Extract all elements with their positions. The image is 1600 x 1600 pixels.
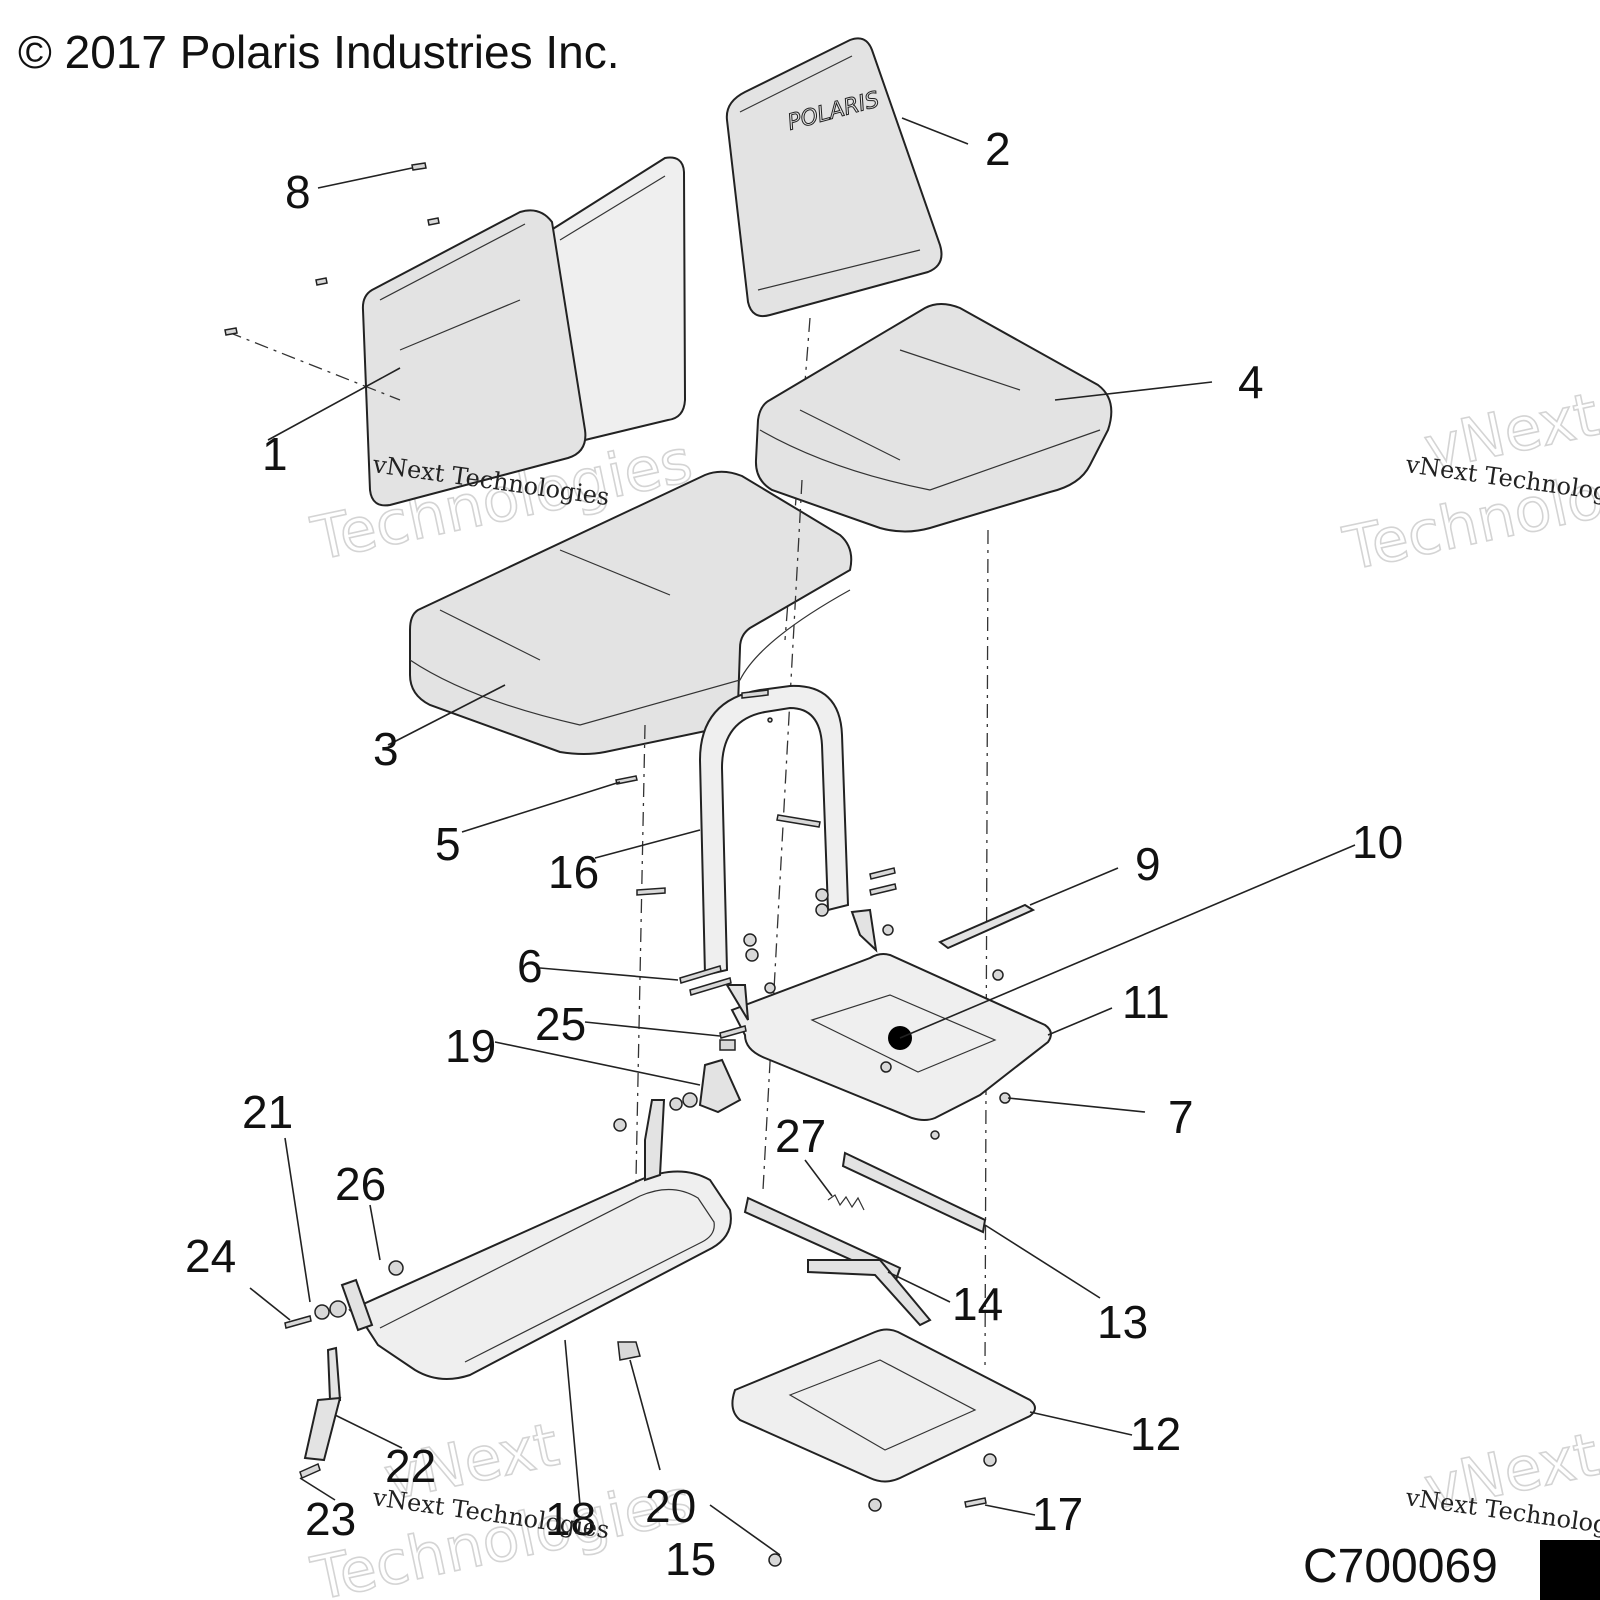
- part-18-lower-frame: [348, 1099, 732, 1506]
- callout-24: 24: [185, 1230, 236, 1282]
- callout-23: 23: [305, 1493, 356, 1545]
- callout-11: 11: [1122, 976, 1170, 1028]
- callout-22: 22: [385, 1440, 436, 1492]
- part-19-latch: [494, 1021, 747, 1114]
- part-13-slide-rail: [841, 1151, 1101, 1299]
- part-16-backrest-frame: [461, 684, 850, 977]
- callout-13: 13: [1097, 1296, 1148, 1348]
- callout-6: 6: [517, 940, 543, 992]
- callout-7: 7: [1168, 1091, 1194, 1143]
- part-22-gas-strut: [299, 1346, 403, 1501]
- part-27-spring: [804, 1159, 865, 1211]
- callout-14: 14: [952, 1278, 1003, 1330]
- part-9-bracket: [938, 867, 1119, 950]
- part-11-seat-base: [725, 844, 1356, 1140]
- part-4-seat-cushion-right: [754, 303, 1213, 1371]
- callout-12: 12: [1130, 1408, 1181, 1460]
- callout-19: 19: [445, 1020, 496, 1072]
- part-2-backrest: POLARIS: [725, 37, 969, 641]
- part-3-seat-cushion-bench: [387, 470, 853, 1231]
- callout-18: 18: [545, 1493, 596, 1545]
- callout-25: 25: [535, 998, 586, 1050]
- callout-21: 21: [242, 1086, 293, 1138]
- callout-26: 26: [335, 1158, 386, 1210]
- callout-4: 4: [1238, 356, 1264, 408]
- callout-3: 3: [373, 723, 399, 775]
- callout-27: 27: [775, 1110, 826, 1162]
- callout-15: 15: [665, 1533, 716, 1585]
- callout-9: 9: [1135, 838, 1161, 890]
- part-20-nut: [617, 1341, 661, 1471]
- part-1-backrest-split: [227, 156, 687, 507]
- callout-20: 20: [645, 1480, 696, 1532]
- callout-2: 2: [985, 123, 1011, 175]
- copyright-notice: © 2017 Polaris Industries Inc.: [18, 26, 620, 78]
- part-8-screws: [224, 162, 440, 336]
- callout-labels: 1 2 3 4 5 6 7 8 9 10 11 12 13 14 15 16 1…: [185, 123, 1403, 1585]
- part-14-slide-rail-with-lever: [743, 1196, 951, 1327]
- callout-16: 16: [548, 846, 599, 898]
- callout-10: 10: [1352, 816, 1403, 868]
- part-12-mount-plate: [709, 1328, 1133, 1567]
- alignment-line: [762, 479, 803, 1191]
- corner-black-block: [1540, 1540, 1600, 1600]
- callout-17: 17: [1032, 1488, 1083, 1540]
- callout-1: 1: [262, 428, 288, 480]
- callout-5: 5: [435, 818, 461, 870]
- figure-id: C700069: [1303, 1540, 1498, 1593]
- part-6-bolts: [539, 867, 897, 996]
- callout-8: 8: [285, 166, 311, 218]
- watermark-bottom-left: vNext Technologies: [305, 1409, 699, 1600]
- hardware-21-24-26: [249, 1137, 404, 1332]
